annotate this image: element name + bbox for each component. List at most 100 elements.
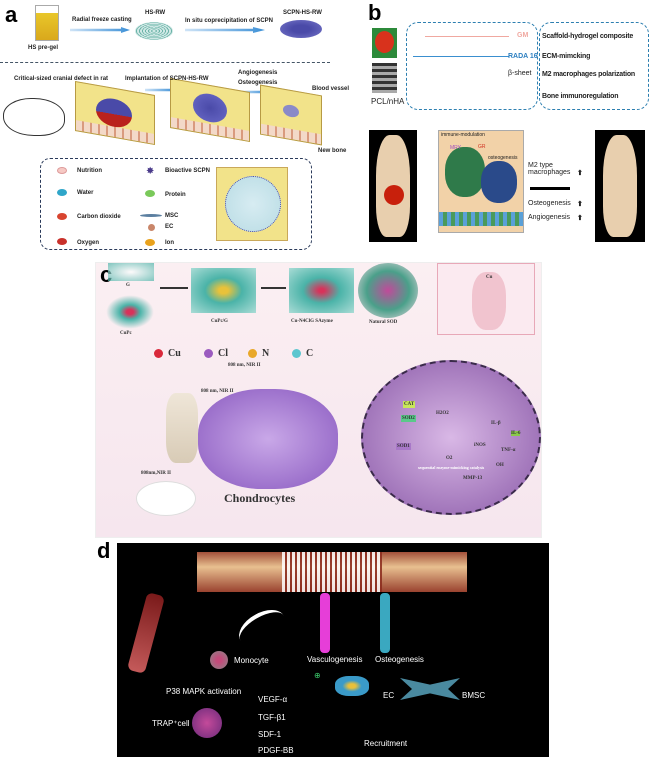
tnf-label: TNF-α xyxy=(501,448,516,453)
scpn-star-icon: ✸ xyxy=(146,166,155,177)
angiogenesis-label: Angiogenesis xyxy=(528,214,571,221)
pcl-label: PCL/nHA xyxy=(371,97,405,106)
panel-d-label: d xyxy=(97,538,111,563)
up-arrow-icon: ⬆ xyxy=(577,215,583,222)
m2-label: M2 type macrophages xyxy=(528,162,571,176)
panel-a-label: a xyxy=(5,2,18,27)
plus-icon: ⊕ xyxy=(314,671,321,680)
skull-block-healed xyxy=(260,84,322,146)
trap-label: TRAP⁺cell xyxy=(152,719,190,728)
ec-label: EC xyxy=(383,691,395,700)
sod1-label: SOD1 xyxy=(396,443,411,450)
legend-item: Protein xyxy=(165,192,186,198)
factor-label: PDGF-BB xyxy=(258,746,294,755)
sod-active-site-inset xyxy=(437,263,535,335)
beaker-icon xyxy=(35,5,59,41)
process-arrow xyxy=(70,27,130,33)
pcl-micrograph xyxy=(372,63,397,93)
gm-label: GM xyxy=(517,32,529,39)
monocyte-cell xyxy=(210,651,228,669)
p38-label: P38 MAPK activation xyxy=(166,687,242,696)
radial-freeze-label: Radial freeze casting xyxy=(72,17,132,23)
skull-block-implant xyxy=(170,77,250,143)
legend-item: Ion xyxy=(165,240,174,246)
sazyme-sheet xyxy=(289,268,354,313)
inos-label: iNOS xyxy=(474,443,486,448)
scaffold-icon xyxy=(135,22,173,40)
element-label: C xyxy=(306,348,314,359)
g-label: G xyxy=(126,283,130,288)
beta-sheet-label: β-sheet xyxy=(508,70,532,77)
legend-item: MSC xyxy=(165,213,179,219)
vasculogenesis-arrow xyxy=(320,593,330,653)
mry-label: MRY xyxy=(450,145,462,151)
gr-label: GR xyxy=(478,144,486,150)
factor-label: SDF-1 xyxy=(258,730,282,739)
osteogenesis-small-label: osteogenesis xyxy=(488,155,518,161)
cupc-molecule xyxy=(106,295,154,329)
angiogenesis-label: Angiogenesis xyxy=(238,70,278,76)
skull-after xyxy=(595,130,645,242)
scpn-hs-rw-label: SCPN-HS-RW xyxy=(283,10,322,16)
legend-item: Bioactive SCPN xyxy=(165,168,211,174)
legend-item: Water xyxy=(77,190,94,196)
arrow-right-icon xyxy=(530,187,570,190)
implantation-label: Implantation of SCPN-HS-RW xyxy=(125,76,209,82)
nir-label: 808 nm, NIR II xyxy=(228,363,261,368)
blood-vessel-label: Blood vessel xyxy=(312,86,350,92)
factor-label: TGF-β1 xyxy=(258,713,286,722)
cupc-g-label: CuPc/G xyxy=(211,319,228,324)
hs-rw-label: HS-RW xyxy=(145,10,166,16)
il-beta-label: IL-β xyxy=(491,421,501,426)
nir-label: 808nm,NIR II xyxy=(141,471,172,476)
cat-label: CAT xyxy=(403,401,416,408)
recruitment-label: Recruitment xyxy=(364,739,408,748)
factor-label: VEGF-α xyxy=(258,695,288,704)
features-box xyxy=(539,22,649,110)
mmp13-label: MMP-13 xyxy=(463,476,483,481)
element-label: Cl xyxy=(218,348,228,359)
chondrocytes-label: Chondrocytes xyxy=(224,491,296,505)
process-arrow xyxy=(185,27,265,33)
mouse-illustration xyxy=(136,481,196,516)
cupc-label: CuPc xyxy=(120,331,132,336)
new-bone-label: New bone xyxy=(318,148,347,154)
osteogenesis-label: Osteogenesis xyxy=(528,200,571,207)
sazyme-label: Cu-N4ClG SAzyme xyxy=(291,319,333,324)
panel-d-background: Monocyte P38 MAPK activation TRAP⁺cell V… xyxy=(117,543,549,757)
cupc-g-sheet xyxy=(191,268,256,313)
immune-label: immune-modulation xyxy=(441,132,485,138)
curved-arrow-white xyxy=(232,602,292,654)
process-arrow xyxy=(145,87,175,93)
defect-label: Critical-sized cranial defect in rat xyxy=(14,76,109,82)
vasculogenesis-label: Vasculogenesis xyxy=(307,655,363,664)
osteogenesis-label: Osteogenesis xyxy=(238,80,278,86)
bone-scaffold-graft xyxy=(197,552,467,592)
osteogenesis-arrow xyxy=(380,593,390,653)
immune-modulation-inset xyxy=(438,130,524,233)
knee-joint xyxy=(166,393,198,463)
up-arrow-icon: ⬆ xyxy=(577,170,583,177)
zoom-inset xyxy=(216,167,288,241)
legend-box xyxy=(40,158,312,250)
skull-block-defect xyxy=(75,80,155,146)
feature-item: M2 macrophages polarization xyxy=(542,71,636,78)
natural-sod-label: Natural SOD xyxy=(369,320,398,325)
feature-item: Bone immunoregulation xyxy=(542,93,619,100)
cascade-label: sequential enzyme-mimicking catalysis xyxy=(418,465,485,470)
feature-item: ECM-mimcking xyxy=(542,53,591,60)
oh-label: OH xyxy=(496,463,504,468)
hs-pregel-label: HS pre-gel xyxy=(28,45,59,51)
panel-c: c G CuPc CuPc/G Cu-N4ClG SAzyme Natural … xyxy=(95,262,542,538)
element-label: N xyxy=(262,348,270,359)
graphene-sheet xyxy=(108,263,154,281)
legend-item: Oxygen xyxy=(77,240,100,246)
monocyte-label: Monocyte xyxy=(234,656,269,665)
il6-label: IL-6 xyxy=(511,431,521,436)
rada-label: RADA 16 xyxy=(508,53,538,60)
scpn-scaffold-icon xyxy=(280,20,322,38)
hydrogel-structure-box xyxy=(406,22,538,110)
sod2-label: SOD2 xyxy=(401,415,416,422)
blood-vessel xyxy=(126,592,166,674)
scaffold-photo xyxy=(372,28,397,58)
